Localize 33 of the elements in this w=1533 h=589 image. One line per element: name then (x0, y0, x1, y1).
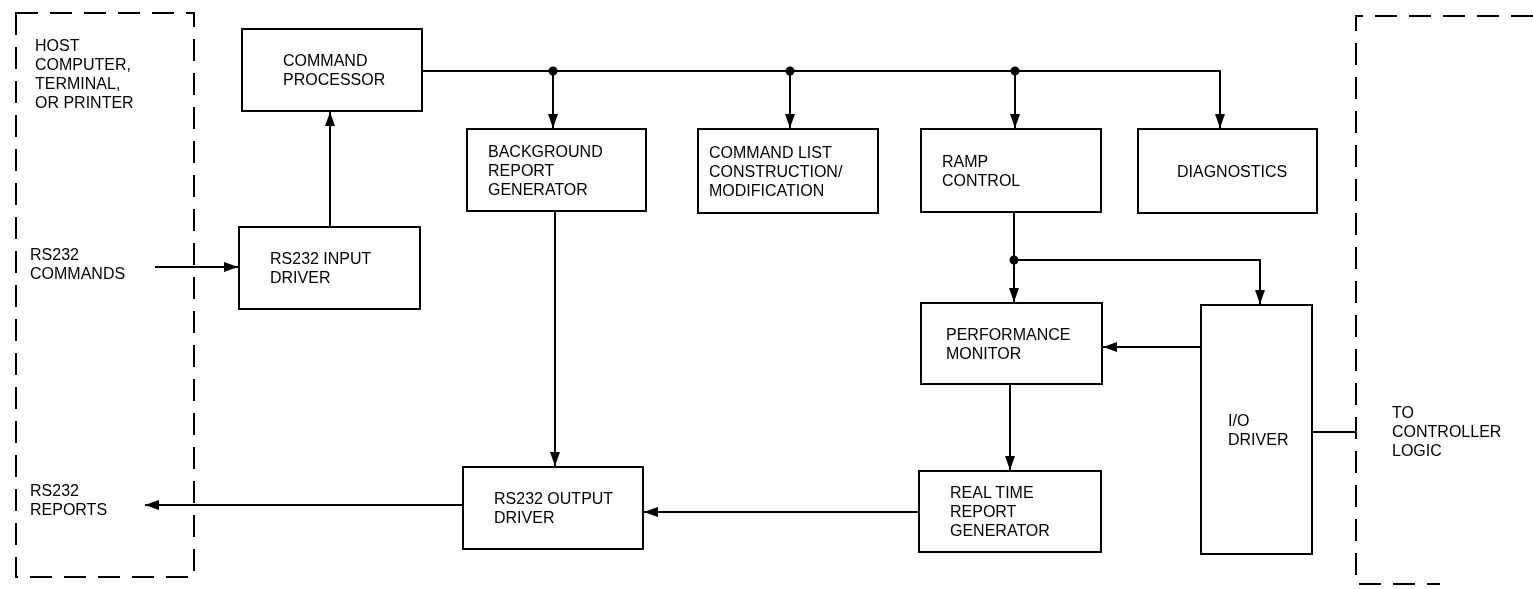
box-label: PERFORMANCE MONITOR (946, 324, 1072, 363)
box-label: BACKGROUND REPORT GENERATOR (488, 141, 604, 199)
process-box (462, 466, 644, 550)
connector-arrow (325, 111, 335, 227)
connector-arrow (144, 500, 463, 510)
dashed-region (1355, 15, 1533, 585)
connector-arrow (550, 211, 560, 467)
process-box (918, 470, 1102, 553)
region-label: RS232 REPORTS (30, 481, 109, 519)
box-label: COMMAND LIST CONSTRUCTION/ MODIFICATION (709, 142, 844, 200)
process-box (466, 128, 647, 212)
connector-arrow (154, 262, 239, 272)
process-box (697, 128, 879, 214)
process-box (1200, 304, 1313, 555)
dashed-region (15, 12, 195, 578)
box-label: I/O DRIVER (1228, 410, 1288, 449)
box-label: RAMP CONTROL (942, 151, 1022, 190)
process-box (920, 128, 1102, 213)
process-box (238, 226, 421, 310)
connector-arrow (1102, 342, 1201, 352)
box-label: DIAGNOSTICS (1177, 161, 1289, 181)
process-box (1137, 128, 1318, 214)
box-label: REAL TIME REPORT GENERATOR (950, 483, 1051, 540)
process-box (920, 302, 1103, 385)
region-label: HOST COMPUTER, TERMINAL, OR PRINTER (35, 36, 135, 112)
process-box (241, 28, 423, 112)
box-label: RS232 INPUT DRIVER (270, 249, 373, 287)
region-label: TO CONTROLLER LOGIC (1392, 403, 1502, 460)
connector-arrow (1005, 384, 1015, 471)
box-label: COMMAND PROCESSOR (283, 51, 387, 89)
box-label: RS232 OUTPUT DRIVER (494, 489, 614, 527)
connector-arrow (643, 507, 919, 517)
region-label: RS232 COMMANDS (30, 245, 127, 283)
